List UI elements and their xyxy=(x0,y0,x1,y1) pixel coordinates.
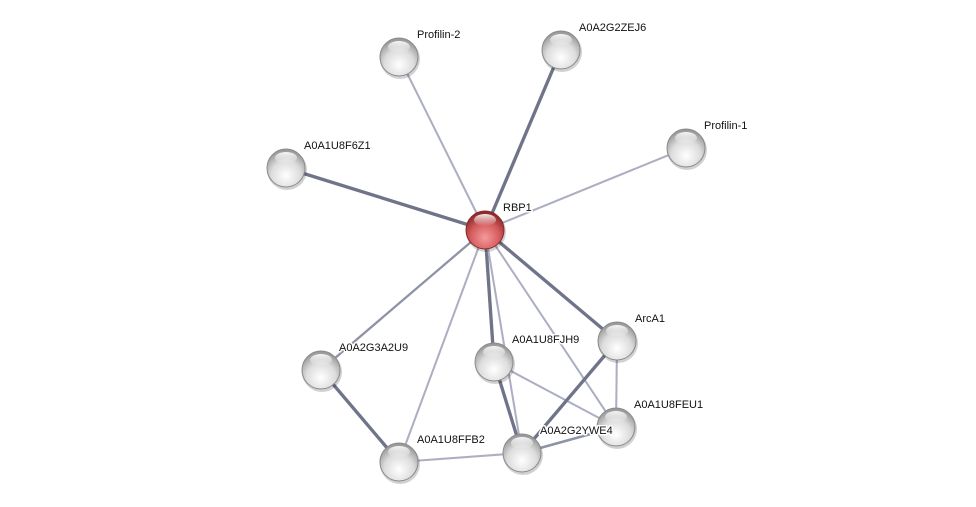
node-label: A0A1U8FJH9 xyxy=(512,334,579,346)
edge-arca1-a0a2g2ywe4[interactable] xyxy=(520,339,619,455)
node-highlight xyxy=(675,132,697,144)
edge-rbp1-profilin-2[interactable] xyxy=(398,56,486,231)
node-highlight xyxy=(483,346,505,358)
node-arca1[interactable]: ArcA1 xyxy=(597,312,666,363)
edge-rbp1-a0a2g2ywe4[interactable] xyxy=(483,229,524,454)
node-a0a2g2ywe4[interactable]: A0A2G2YWE4 xyxy=(502,424,614,475)
node-label: Profilin-2 xyxy=(417,29,460,41)
edge-rbp1-profilin-1[interactable] xyxy=(484,147,687,231)
node-profilin-2[interactable]: Profilin-2 xyxy=(379,28,462,79)
edge-rbp1-a0a1u8fjh9[interactable] xyxy=(483,229,496,363)
node-a0a1u8f6z1[interactable]: A0A1U8F6Z1 xyxy=(266,139,372,190)
node-label: A0A2G2YWE4 xyxy=(540,425,613,437)
node-label: A0A1U8FFB2 xyxy=(417,434,485,446)
node-a0a1u8fjh9[interactable]: A0A1U8FJH9 xyxy=(474,333,581,384)
node-highlight xyxy=(310,354,332,366)
edge-a0a1u8fjh9-a0a1u8feu1[interactable] xyxy=(493,361,617,428)
node-label: A0A1U8FEU1 xyxy=(634,399,703,411)
edge-rbp1-a0a1u8feu1[interactable] xyxy=(484,229,617,428)
node-highlight xyxy=(388,446,410,458)
edge-rbp1-a0a1u8f6z1[interactable] xyxy=(285,166,486,232)
edge-rbp1-arca1[interactable] xyxy=(483,228,619,343)
node-highlight xyxy=(388,41,410,53)
edges-layer xyxy=(285,49,687,464)
node-highlight xyxy=(606,325,628,337)
node-profilin-1[interactable]: Profilin-1 xyxy=(666,119,749,170)
node-label: RBP1 xyxy=(503,202,532,214)
nodes-layer: RBP1 Profilin-2 A0A2G2ZEJ6Profilin-1A0A1U8… xyxy=(266,21,749,484)
node-label: A0A2G2ZEJ6 xyxy=(579,22,646,34)
node-label: A0A2G3A2U9 xyxy=(339,342,408,354)
edge-a0a2g3a2u9-a0a1u8ffb2[interactable] xyxy=(319,368,401,464)
node-highlight xyxy=(550,34,572,46)
node-a0a2g3a2u9[interactable]: A0A2G3A2U9 xyxy=(301,341,410,392)
edge-rbp1-a0a2g2zej6[interactable] xyxy=(483,49,563,231)
node-a0a1u8feu1[interactable]: A0A1U8FEU1 xyxy=(596,398,705,449)
edge-a0a1u8ffb2-a0a2g2ywe4[interactable] xyxy=(398,451,523,464)
node-rbp1[interactable]: RBP1 xyxy=(465,201,533,252)
node-a0a2g2zej6[interactable]: A0A2G2ZEJ6 xyxy=(541,21,648,72)
node-highlight xyxy=(474,214,496,226)
edge-rbp1-a0a1u8ffb2[interactable] xyxy=(398,229,486,463)
node-highlight xyxy=(275,152,297,164)
node-label: Profilin-1 xyxy=(704,120,747,132)
node-a0a1u8ffb2[interactable]: A0A1U8FFB2 xyxy=(379,433,486,484)
node-label: ArcA1 xyxy=(635,313,665,325)
node-highlight xyxy=(511,437,533,449)
edge-rbp1-a0a2g3a2u9[interactable] xyxy=(320,229,486,371)
node-label: A0A1U8F6Z1 xyxy=(304,140,371,152)
node-highlight xyxy=(605,411,627,423)
